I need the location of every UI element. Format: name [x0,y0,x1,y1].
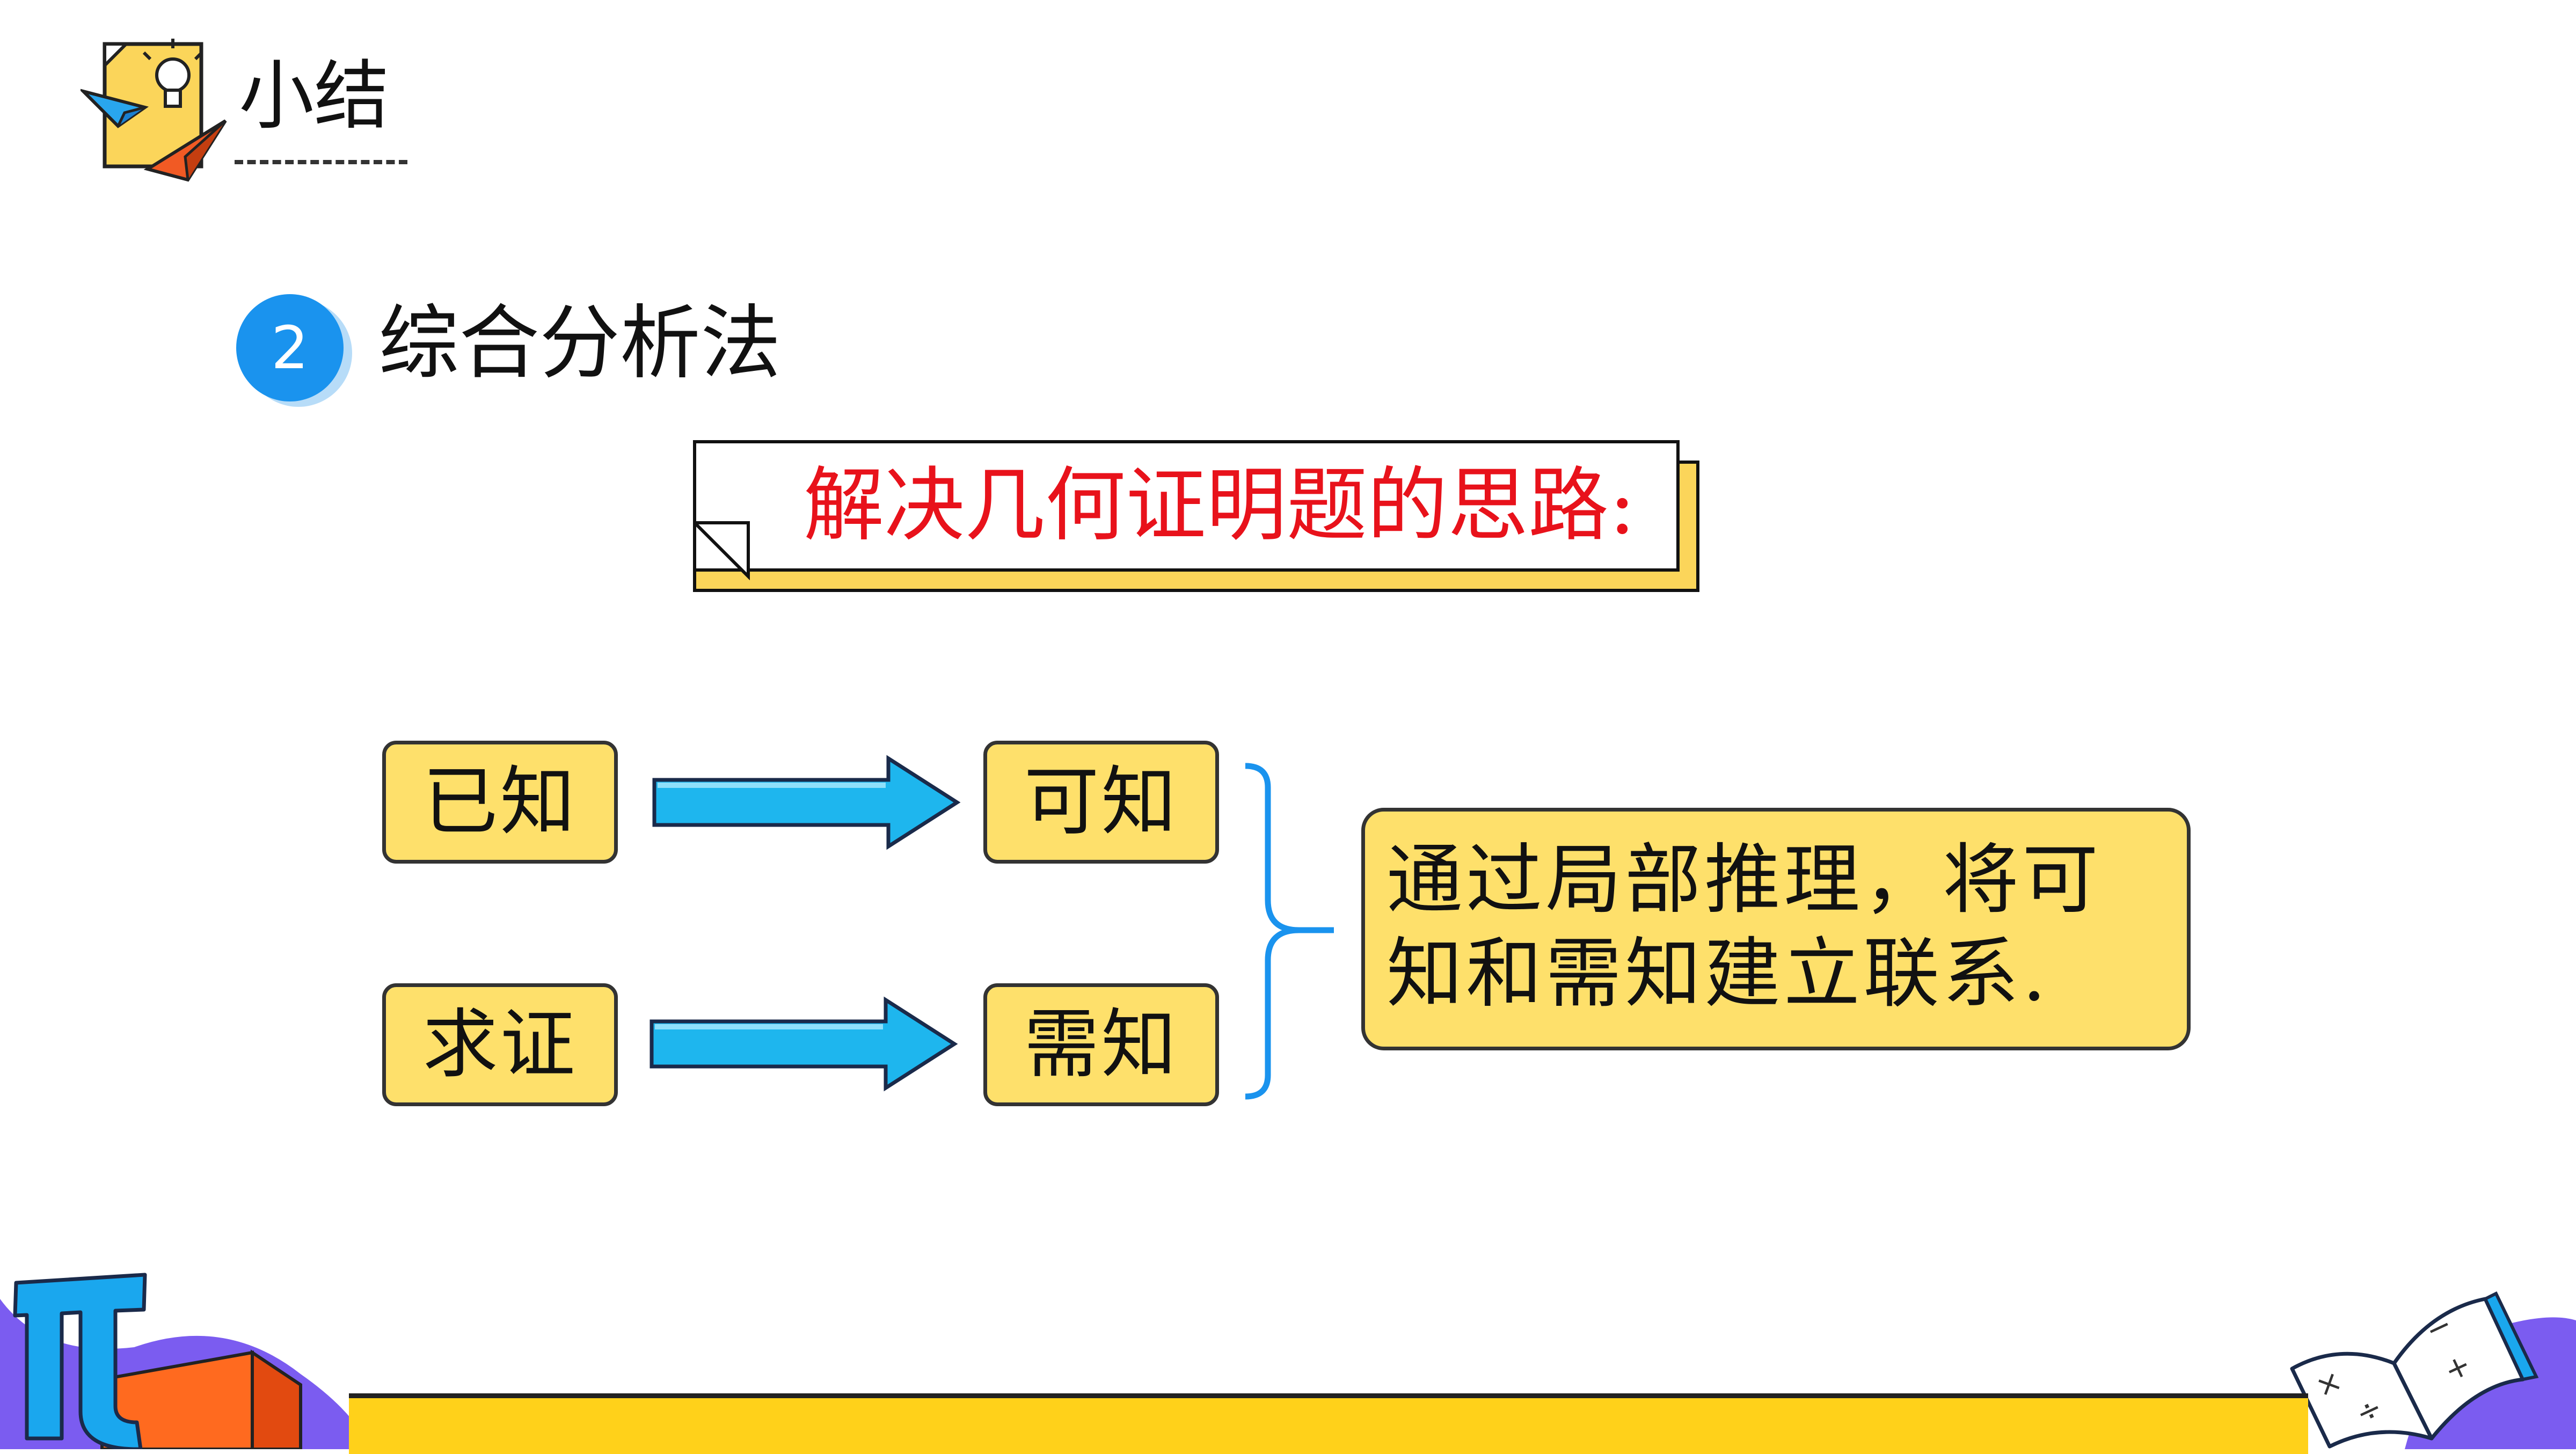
to-prove-box: 求证 [382,983,618,1106]
section-number-badge: 2 [236,294,344,401]
arrow-right-icon [650,996,958,1092]
section-title: 综合分析法 [378,297,782,390]
folded-corner-icon [693,521,750,580]
arrow-right-icon [652,755,961,850]
result-box: 通过局部推理，将可 知和需知建立联系. [1361,808,2191,1050]
paper-plane-icon [78,88,149,128]
title-underline [235,160,407,164]
bottom-bar [349,1393,2308,1454]
banner-text: 解决几何证明题的思路: [804,459,1636,552]
pi-symbol-icon [13,1273,147,1449]
page-title: 小结 [239,53,390,140]
right-brace-icon [1245,763,1334,1100]
required-box: 需知 [983,983,1219,1106]
result-line-1: 通过局部推理，将可 [1386,836,2101,924]
result-line-2: 知和需知建立联系. [1386,930,2050,1018]
known-box: 已知 [382,741,618,864]
banner: 解决几何证明题的思路: [693,440,1680,580]
derivable-box: 可知 [983,741,1219,864]
lightbulb-icon [78,39,227,182]
bottom-right-decoration: × ÷ − + [2290,1291,2576,1449]
bottom-left-decoration [0,1273,370,1449]
header-icon-group [78,32,242,182]
